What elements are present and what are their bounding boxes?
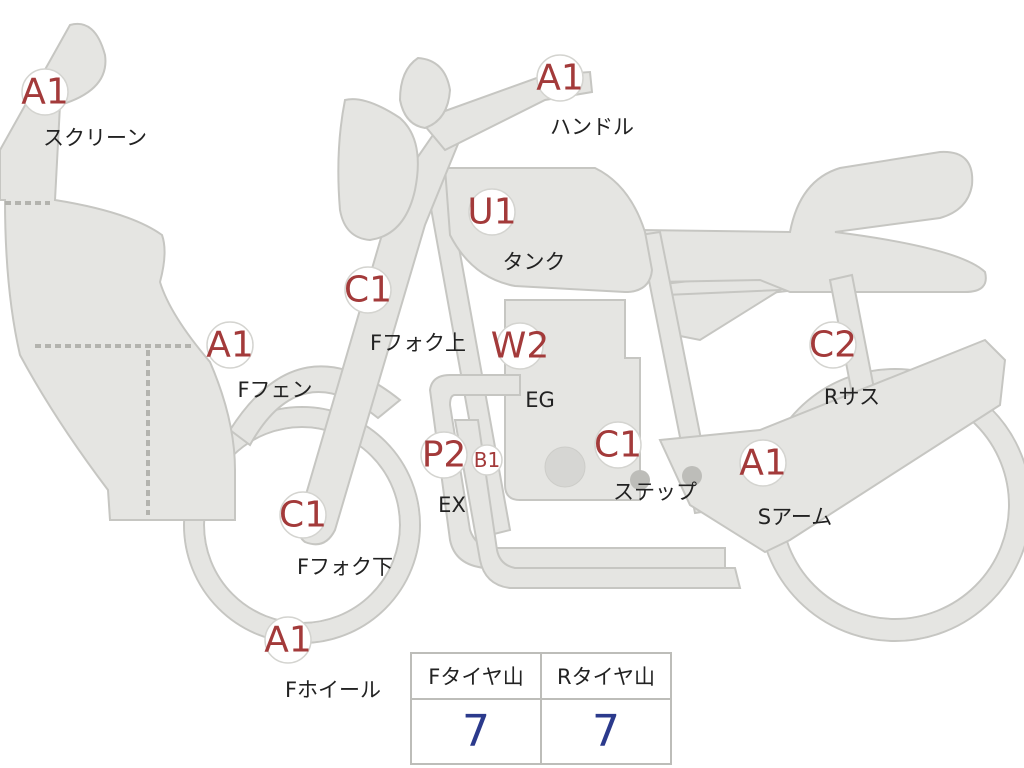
front-tire-header: Fタイヤ山	[410, 652, 542, 700]
seat	[638, 150, 987, 293]
grade-text: P2	[422, 435, 467, 476]
grade-marker-ffender: A1 Fフェン	[206, 321, 313, 402]
side-cover	[663, 288, 784, 342]
grade-marker-handle: A1 ハンドル	[536, 54, 634, 139]
grade-marker-tank: U1 タンク	[467, 188, 566, 274]
part-label: EX	[438, 493, 466, 517]
grade-marker-fwheel: A1 Fホイール	[264, 616, 381, 702]
grade-text: U1	[467, 192, 516, 233]
swing-arm	[658, 338, 1007, 554]
grade-marker-exhaust-b: B1	[471, 444, 503, 476]
part-label: ハンドル	[550, 115, 634, 139]
part-label: Fフォク下	[297, 555, 393, 579]
part-label: EG	[525, 388, 555, 412]
grade-text: B1	[474, 448, 500, 472]
grade-text: C2	[809, 325, 857, 366]
grade-text: C1	[594, 425, 642, 466]
mirror	[398, 56, 452, 130]
headlight	[337, 98, 419, 242]
grade-text: W2	[491, 326, 550, 367]
rear-tire-value: 7	[540, 698, 672, 765]
grade-marker-screen: A1 スクリーン	[21, 68, 147, 150]
grade-text: A1	[536, 58, 584, 99]
grade-text: A1	[739, 443, 787, 484]
part-label: タンク	[503, 250, 566, 274]
grade-text: C1	[279, 495, 327, 536]
part-label: ステップ	[613, 480, 697, 504]
grade-marker-rsus: C2 Rサス	[809, 321, 880, 409]
grade-marker-step: C1 ステップ	[594, 421, 697, 504]
grade-text: A1	[206, 325, 254, 366]
grade-marker-ffork-top: C1 Fフォク上	[344, 266, 466, 355]
part-label: Rサス	[824, 385, 880, 409]
tire-tread-table: Fタイヤ山 Rタイヤ山 7 7	[410, 652, 672, 765]
grade-text: C1	[344, 270, 392, 311]
rear-tire-header: Rタイヤ山	[540, 652, 672, 700]
grade-marker-sarm: A1 Sアーム	[739, 439, 832, 529]
grade-marker-exhaust: P2 EX	[420, 431, 468, 517]
screen-fairing	[0, 22, 236, 521]
part-label: Sアーム	[758, 505, 832, 529]
part-label: Fフェン	[237, 378, 312, 402]
grade-marker-engine: W2 EG	[491, 322, 555, 412]
grade-text: A1	[264, 620, 312, 661]
foot-peg	[630, 470, 650, 490]
exhaust-pipe	[428, 374, 726, 569]
part-label: スクリーン	[43, 126, 147, 150]
part-label: Fホイール	[285, 678, 381, 702]
front-tire-value: 7	[410, 698, 542, 765]
grade-text: A1	[21, 72, 69, 113]
grade-marker-ffork-low: C1 Fフォク下	[279, 491, 393, 579]
part-label: Fフォク上	[370, 331, 466, 355]
